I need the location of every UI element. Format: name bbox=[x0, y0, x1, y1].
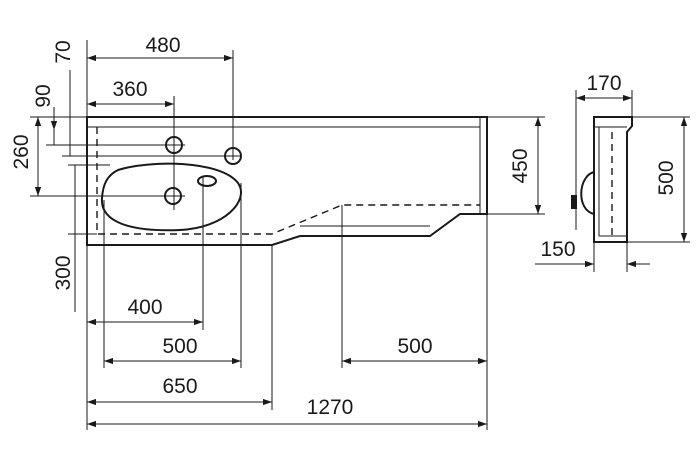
hidden-cabinet-outline bbox=[96, 127, 480, 235]
dim-label-300: 300 bbox=[52, 255, 75, 290]
dim-label-400: 400 bbox=[127, 296, 162, 319]
dim-label-480: 480 bbox=[145, 34, 180, 57]
dim-label-650: 650 bbox=[162, 375, 197, 398]
dim-label-170: 170 bbox=[586, 72, 621, 95]
dim-label-150: 150 bbox=[540, 238, 575, 261]
dim-label-70: 70 bbox=[52, 40, 75, 63]
overflow-hole bbox=[197, 175, 217, 187]
countertop-outline bbox=[86, 116, 488, 246]
dim-label-1270: 1270 bbox=[307, 396, 354, 419]
siphon-bulge bbox=[580, 171, 595, 215]
dim-label-90: 90 bbox=[32, 84, 55, 107]
siphon-fitting bbox=[571, 195, 577, 209]
dim-label-500-right: 500 bbox=[397, 335, 432, 358]
dim-label-500-side: 500 bbox=[655, 160, 678, 195]
dim-label-260: 260 bbox=[10, 134, 33, 169]
dim-label-450: 450 bbox=[509, 148, 532, 183]
dim-label-500-left: 500 bbox=[162, 335, 197, 358]
basin-bowl bbox=[100, 162, 242, 232]
side-profile-outline bbox=[593, 116, 633, 243]
side-view: 170 500 150 bbox=[535, 72, 690, 272]
front-view: 480 360 70 90 260 300 450 400 bbox=[10, 34, 545, 430]
dim-label-360: 360 bbox=[112, 78, 147, 101]
